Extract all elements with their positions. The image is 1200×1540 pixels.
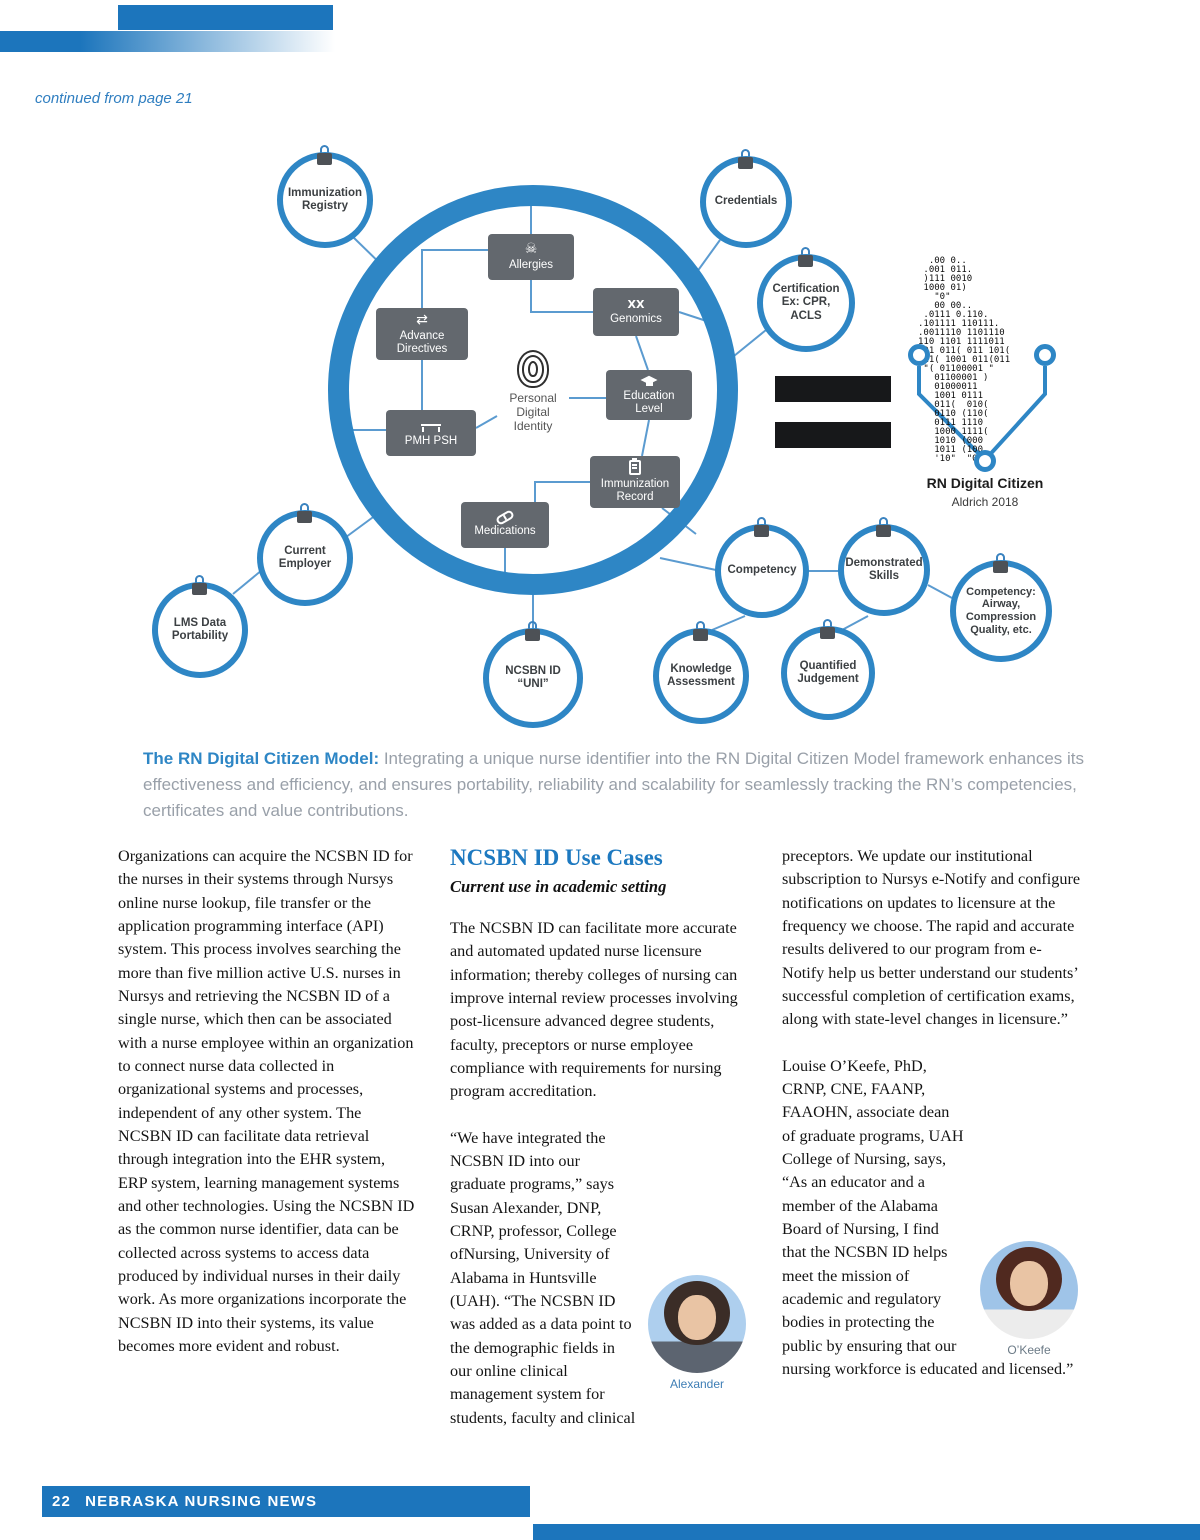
paragraph: The NCSBN ID can facilitate more accurat…	[450, 919, 738, 1101]
satellite-label: Demonstrated Skills	[845, 556, 923, 582]
paragraph-text: “We have integrated the NCSBN ID into ou…	[450, 1128, 636, 1427]
skull-icon: ☠	[524, 241, 538, 258]
node-label: PMH PSH	[404, 434, 458, 447]
equals-sign	[775, 376, 891, 402]
node-label: Personal Digital Identity	[509, 391, 557, 433]
padlock-icon	[875, 517, 893, 538]
alexander-photo-caption: Alexander	[669, 1376, 725, 1391]
continued-from-note: continued from page 21	[35, 90, 193, 107]
node-label: Advance Directives	[396, 329, 448, 355]
satellite-immunization-registry: Immunization Registry	[277, 145, 373, 248]
node-label: Education Level	[623, 390, 675, 415]
satellite-certification: Certification Ex: CPR, ACLS	[757, 247, 855, 352]
hospital-bed-icon	[421, 419, 441, 432]
top-gradient-bar	[0, 31, 348, 52]
article-column-1: Organizations can acquire the NCSBN ID f…	[118, 845, 418, 1453]
section-heading: NCSBN ID Use Cases	[450, 845, 663, 870]
paragraph-text: Louise O’Keefe, PhD, CRNP, CNE, FAANP, F…	[782, 1056, 1074, 1378]
okeefe-photo-caption: O’Keefe	[1007, 1342, 1051, 1357]
fingerprint-icon	[517, 350, 549, 388]
satellite-demonstrated-skills: Demonstrated Skills	[838, 517, 930, 616]
node-pmh-psh: PMH PSH	[386, 410, 476, 456]
top-blue-bar	[118, 5, 333, 30]
satellite-lms-data-portability: LMS Data Portability	[152, 575, 248, 678]
chromosome-icon: XX	[627, 297, 645, 311]
node-label: Genomics	[610, 312, 662, 325]
node-allergies: ☠ Allergies	[488, 234, 574, 280]
satellite-competency: Competency	[715, 517, 809, 618]
footer-page-number: 22	[52, 1493, 72, 1510]
paragraph-with-photo: O’Keefe Louise O’Keefe, PhD, CRNP, CNE, …	[782, 1055, 1082, 1382]
footer-title: NEBRASKA NURSING NEWS	[85, 1493, 318, 1510]
article-column-2: NCSBN ID Use Cases Current use in academ…	[450, 845, 750, 1453]
binary-person-figure: .00 0.. .001 011. )111 0010 1000 01) "0"…	[918, 256, 1011, 464]
satellite-label: Competency	[727, 564, 797, 577]
caption-text: Integrating a unique nurse identifier in…	[143, 749, 1085, 820]
satellite-label: NCSBN ID “UNI”	[505, 664, 561, 690]
node-label: Immunization Record	[600, 478, 670, 503]
padlock-icon	[524, 621, 542, 642]
paragraph: preceptors. We update our institutional …	[782, 847, 1081, 1029]
paragraph: Organizations can acquire the NCSBN ID f…	[118, 847, 415, 1355]
padlock-icon	[753, 517, 771, 538]
alexander-photo	[648, 1274, 746, 1373]
alexander-photo-block: Alexander	[644, 1274, 750, 1391]
paragraph-with-photo: Alexander “We have integrated the NCSBN …	[450, 1127, 750, 1430]
caption-lead: The RN Digital Citizen Model:	[143, 749, 380, 768]
chain-link-dot	[1034, 344, 1056, 366]
figure-credit: Aldrich 2018	[951, 495, 1019, 509]
padlock-icon	[992, 553, 1010, 574]
rn-digital-citizen-diagram: ☠ Allergies XX Genomics ⇄ Advance Direct…	[0, 130, 1200, 745]
diagram-caption: The RN Digital Citizen Model: Integratin…	[143, 746, 1085, 823]
node-advance-directives: ⇄ Advance Directives	[376, 308, 468, 360]
padlock-icon	[316, 145, 334, 166]
pill-icon	[494, 508, 516, 526]
satellite-label: LMS Data Portability	[171, 616, 229, 642]
bottom-blue-strip	[533, 1524, 1200, 1540]
satellite-quantified-judgement: Quantified Judgement	[781, 619, 875, 720]
satellite-credentials: Credentials	[700, 149, 792, 248]
footer-bar: 22 NEBRASKA NURSING NEWS	[42, 1486, 530, 1517]
figure-label: RN Digital Citizen	[926, 475, 1044, 491]
node-medications: Medications	[461, 502, 549, 548]
chain-link-dot	[974, 450, 996, 472]
article-column-3: preceptors. We update our institutional …	[782, 845, 1082, 1453]
satellite-label: Quantified Judgement	[797, 659, 859, 685]
okeefe-photo	[980, 1240, 1078, 1339]
node-immunization-record: Immunization Record	[590, 456, 680, 508]
equals-sign	[775, 422, 891, 448]
satellite-current-employer: Current Employer	[257, 503, 353, 606]
graduation-cap-icon	[639, 374, 659, 387]
okeefe-photo-block: O’Keefe	[976, 1240, 1082, 1357]
padlock-icon	[296, 503, 314, 524]
padlock-icon	[797, 247, 815, 268]
satellite-label: Immunization Registry	[287, 186, 363, 212]
article-body: Organizations can acquire the NCSBN ID f…	[118, 845, 1084, 1453]
satellite-label: Knowledge Assessment	[667, 662, 735, 688]
node-label: Allergies	[508, 259, 554, 272]
node-education-level: Education Level	[606, 370, 692, 420]
satellite-competency-airway: Competency: Airway, Compression Quality,…	[950, 553, 1052, 662]
section-subheading: Current use in academic setting	[450, 877, 667, 896]
node-personal-digital-identity: Personal Digital Identity	[499, 350, 567, 434]
satellite-ncsbn-id-uni: NCSBN ID “UNI”	[483, 621, 583, 728]
satellite-label: Current Employer	[278, 544, 332, 570]
padlock-icon	[737, 149, 755, 170]
satellite-label: Competency: Airway, Compression Quality,…	[965, 585, 1037, 636]
transfer-arrows-icon: ⇄	[416, 311, 428, 328]
satellite-knowledge-assessment: Knowledge Assessment	[653, 621, 749, 724]
node-label: Medications	[474, 524, 536, 537]
satellite-label: Certification Ex: CPR, ACLS	[772, 283, 840, 322]
padlock-icon	[692, 621, 710, 642]
padlock-icon	[191, 575, 209, 596]
padlock-icon	[819, 619, 837, 640]
node-genomics: XX Genomics	[593, 288, 679, 336]
chain-link-dot	[908, 344, 930, 366]
satellite-label: Credentials	[714, 195, 778, 208]
clipboard-icon	[629, 458, 641, 476]
